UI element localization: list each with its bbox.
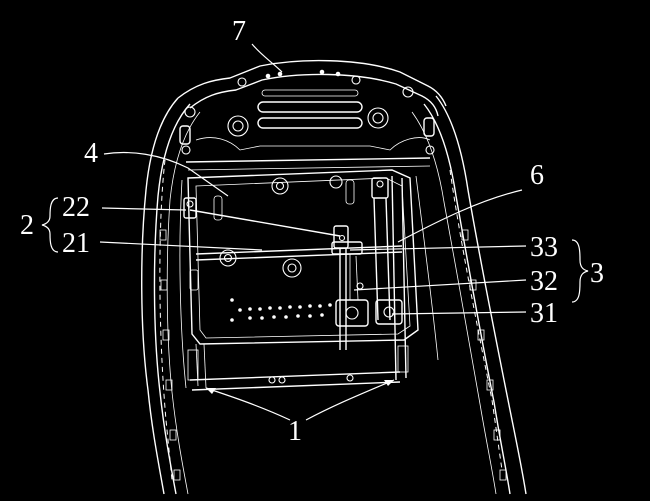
label-21: 21 bbox=[62, 228, 90, 259]
brace-2 bbox=[41, 197, 59, 253]
label-32: 32 bbox=[530, 266, 558, 297]
label-7: 7 bbox=[232, 16, 246, 47]
label-33: 33 bbox=[530, 232, 558, 263]
backrest-frame bbox=[141, 95, 527, 495]
leader-7 bbox=[251, 43, 283, 73]
label-3: 3 bbox=[590, 258, 604, 289]
label-4: 4 bbox=[84, 138, 98, 169]
label-31: 31 bbox=[530, 298, 558, 329]
leader-lines bbox=[41, 43, 589, 421]
adjuster-mechanism bbox=[331, 177, 403, 350]
label-2: 2 bbox=[20, 210, 34, 241]
leader-6 bbox=[397, 189, 523, 243]
left-rail-holes bbox=[159, 229, 181, 481]
label-6: 6 bbox=[530, 160, 544, 191]
panel-hole-row bbox=[230, 298, 332, 322]
lower-frame bbox=[187, 175, 409, 391]
leader-1b bbox=[305, 379, 395, 421]
label-1: 1 bbox=[288, 416, 302, 447]
callout-labels: 7 4 6 2 22 21 33 32 3 31 1 bbox=[20, 16, 604, 447]
top-bracket bbox=[177, 59, 447, 171]
leader-32 bbox=[353, 279, 527, 291]
label-22: 22 bbox=[62, 192, 90, 223]
leader-22 bbox=[101, 207, 187, 211]
leader-21 bbox=[99, 241, 263, 251]
right-rail-holes bbox=[461, 229, 507, 481]
leader-33 bbox=[349, 245, 527, 251]
leader-4 bbox=[103, 151, 229, 197]
leader-31 bbox=[391, 311, 527, 315]
crossbar-assembly bbox=[183, 197, 403, 261]
brace-3 bbox=[571, 239, 589, 303]
back-panel bbox=[187, 169, 419, 345]
